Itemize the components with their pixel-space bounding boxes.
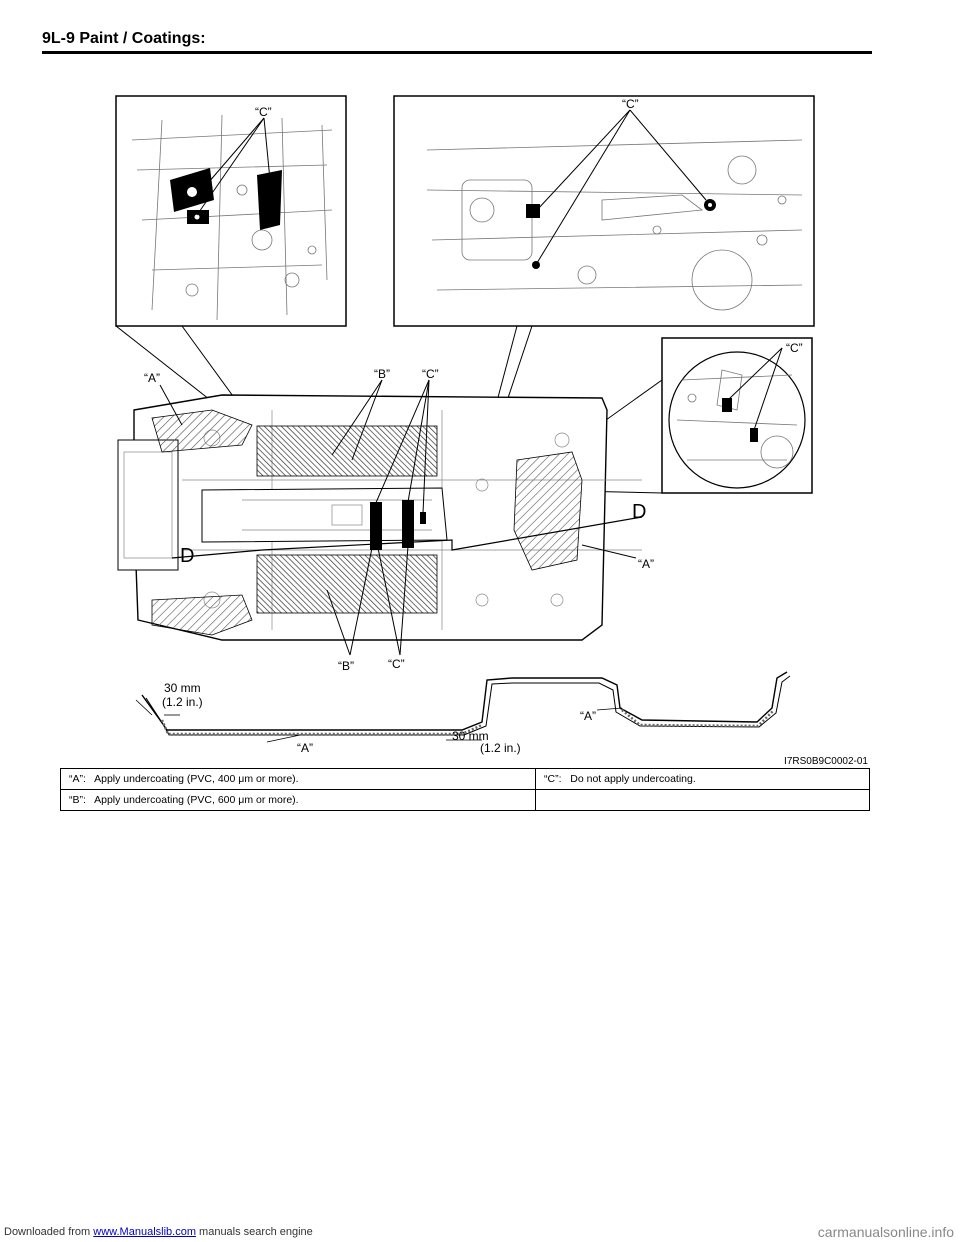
callout-c-top: “C” <box>422 367 439 381</box>
detail-inset-front-left: “C” <box>115 95 347 327</box>
legend-a-key: “A”: <box>69 773 86 785</box>
legend-b-key: “B”: <box>69 794 86 806</box>
watermark: carmanualsonline.info <box>817 1224 954 1240</box>
callout-a-front: “A” <box>144 371 160 385</box>
section-mark-d-right: D <box>632 501 646 523</box>
callout-a-section-right: “A” <box>580 709 596 723</box>
legend-empty-cell <box>535 789 870 811</box>
undercoating-figure: “C” “C” “C” <box>42 80 872 770</box>
download-prefix: Downloaded from <box>4 1226 94 1238</box>
callout-c-inset2: “C” <box>622 97 639 111</box>
dim-mm-left: 30 mm <box>164 681 201 695</box>
page-footer: Downloaded from www.Manualslib.com manua… <box>0 1222 960 1242</box>
manualslib-link[interactable]: www.Manualslib.com <box>93 1226 196 1238</box>
legend-b: “B”: Apply undercoating (PVC, 600 μm or … <box>60 789 536 811</box>
detail-inset-rear: “C” <box>393 95 815 327</box>
legend-c-key: “C”: <box>544 773 562 785</box>
dim-mm-right: 30 mm <box>452 729 489 743</box>
detail-inset-circle: “C” <box>661 337 813 494</box>
figure-id: I7RS0B9C0002-01 <box>784 756 868 767</box>
callout-c-inset3: “C” <box>786 341 803 355</box>
download-note: Downloaded from www.Manualslib.com manua… <box>4 1226 313 1238</box>
underbody-plan-view: D D “A” “B” “C” “B” “C” “A” <box>117 367 654 673</box>
section-d-d-profile: 30 mm (1.2 in.) 30 mm (1.2 in.) “A” “A” <box>135 671 791 755</box>
legend-a: “A”: Apply undercoating (PVC, 400 μm or … <box>60 768 536 790</box>
dim-in-left: (1.2 in.) <box>162 695 203 709</box>
dim-in-right: (1.2 in.) <box>480 741 521 755</box>
legend-row: “A”: Apply undercoating (PVC, 400 μm or … <box>60 768 870 790</box>
legend-b-text: Apply undercoating (PVC, 600 μm or more)… <box>94 794 299 806</box>
callout-a-section-left: “A” <box>297 741 313 755</box>
legend-c: “C”: Do not apply undercoating. <box>535 768 870 790</box>
callout-b-bottom: “B” <box>338 659 354 673</box>
legend-row: “B”: Apply undercoating (PVC, 600 μm or … <box>60 789 870 811</box>
legend-table: “A”: Apply undercoating (PVC, 400 μm or … <box>60 768 870 811</box>
header-rule <box>42 51 872 54</box>
legend-a-text: Apply undercoating (PVC, 400 μm or more)… <box>94 773 299 785</box>
callout-c-inset1: “C” <box>255 105 272 119</box>
callout-b-top: “B” <box>374 367 390 381</box>
legend-c-text: Do not apply undercoating. <box>570 773 696 785</box>
download-suffix: manuals search engine <box>195 1226 313 1238</box>
page-title: 9L-9 Paint / Coatings: <box>42 30 206 47</box>
section-mark-d-left: D <box>180 545 194 567</box>
callout-a-rear: “A” <box>638 557 654 571</box>
callout-c-bottom: “C” <box>388 657 405 671</box>
